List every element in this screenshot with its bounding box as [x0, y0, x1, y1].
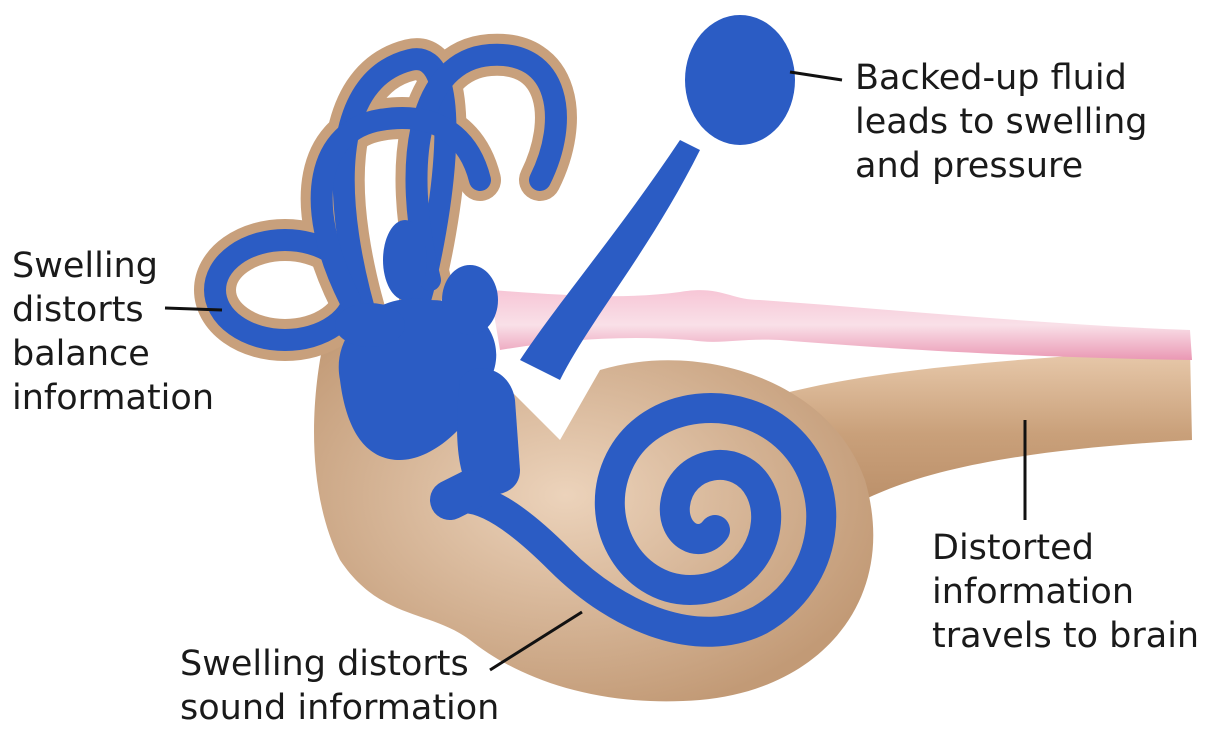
label-backed-up-fluid: Backed-up fluid leads to swelling and pr…	[855, 58, 1148, 186]
endolymphatic-duct	[520, 140, 700, 380]
label-balance: Swelling distorts balance information	[12, 246, 215, 418]
label-sound: Swelling distorts sound information	[180, 644, 500, 728]
leader-lines	[164, 70, 1027, 672]
label-brain: Distorted information travels to brain	[932, 528, 1200, 656]
endolymphatic-sac	[685, 15, 795, 145]
cochlear-duct	[435, 393, 837, 647]
auditory-nerve	[760, 348, 1192, 520]
vestibular-nerve	[490, 290, 1192, 360]
